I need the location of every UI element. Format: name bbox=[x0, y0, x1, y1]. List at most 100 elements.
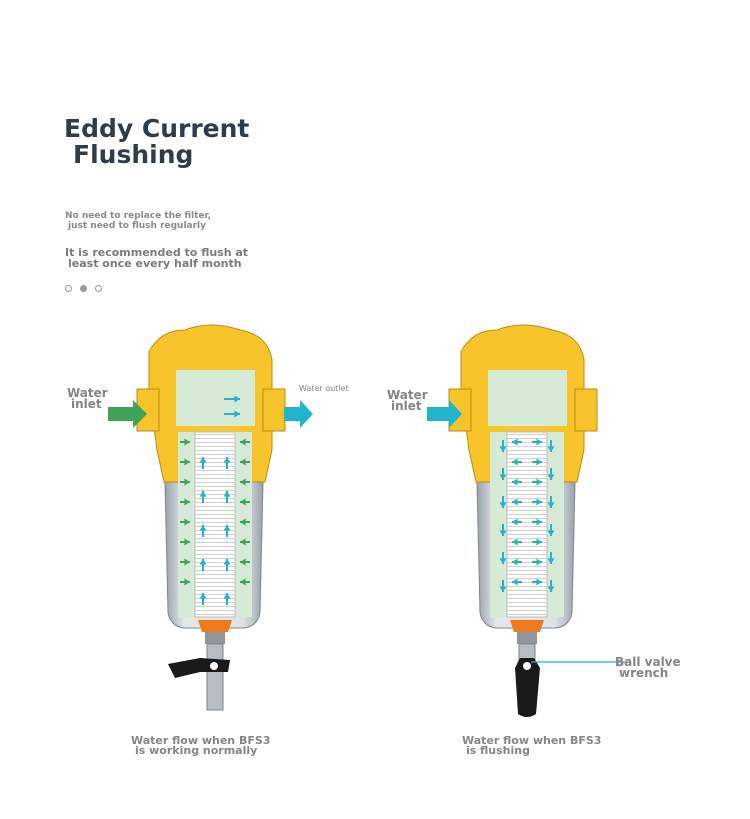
flush-arrow-head bbox=[536, 478, 542, 486]
outlet-port bbox=[574, 388, 598, 432]
subtitle1-line1: No need to replace the filter, bbox=[65, 211, 212, 221]
left-inlet-line1: Water bbox=[67, 386, 108, 400]
flush-arrow-head bbox=[536, 458, 542, 466]
inflow-arrow-head bbox=[184, 478, 190, 486]
downflow-arrow-head bbox=[499, 530, 507, 536]
outlet-label: Water outlet bbox=[299, 384, 349, 393]
flow-arrows-normal bbox=[180, 395, 250, 605]
inflow-arrow-head bbox=[240, 558, 246, 566]
left-caption: Water flow when BFS3 is working normally bbox=[131, 734, 271, 757]
right-caption-line1: Water flow when BFS3 bbox=[462, 734, 602, 747]
right-caption: Water flow when BFS3 is flushing bbox=[462, 734, 602, 757]
downflow-arrow-head bbox=[547, 530, 555, 536]
flush-arrow-head bbox=[512, 578, 518, 586]
downflow-arrow-head bbox=[547, 446, 555, 452]
subtitle2-line2: least once every half month bbox=[68, 257, 242, 270]
flush-arrow-head bbox=[512, 438, 518, 446]
head-chamber bbox=[488, 370, 567, 426]
upflow-arrow-head bbox=[199, 491, 207, 497]
wrench-line2: wrench bbox=[619, 666, 669, 680]
flush-arrow-head bbox=[512, 498, 518, 506]
outflow-arrow-head bbox=[234, 410, 240, 418]
pagination-dot[interactable] bbox=[65, 285, 72, 292]
subtitle2-line1: It is recommended to flush at bbox=[65, 246, 249, 259]
upflow-arrow-head bbox=[223, 491, 231, 497]
inflow-arrow-head bbox=[240, 538, 246, 546]
subtitle1-line2: just need to flush regularly bbox=[68, 221, 207, 231]
upflow-arrow-head bbox=[199, 525, 207, 531]
inflow-arrow-head bbox=[184, 518, 190, 526]
flush-arrow-head bbox=[536, 438, 542, 446]
upflow-arrow-head bbox=[223, 559, 231, 565]
downflow-arrow-head bbox=[547, 586, 555, 592]
flush-arrow-head bbox=[536, 518, 542, 526]
filter-mesh bbox=[194, 431, 236, 618]
left-inlet-label: Water inlet bbox=[67, 386, 108, 411]
pagination-dot-active[interactable] bbox=[80, 285, 87, 292]
inflow-arrow-head bbox=[240, 518, 246, 526]
upflow-arrow-head bbox=[199, 457, 207, 463]
filter-mesh bbox=[506, 431, 548, 618]
flush-arrow-head bbox=[512, 538, 518, 546]
inflow-arrow-head bbox=[184, 538, 190, 546]
inflow-arrow-head bbox=[184, 578, 190, 586]
upflow-arrow-head bbox=[199, 593, 207, 599]
flush-arrow-head bbox=[536, 498, 542, 506]
ball-valve bbox=[198, 620, 232, 632]
valve-neck bbox=[517, 632, 537, 644]
ball-valve bbox=[510, 620, 544, 632]
outlet-arrow bbox=[284, 400, 313, 428]
inflow-arrow-head bbox=[240, 458, 246, 466]
title-line2: Flushing bbox=[73, 140, 194, 169]
inflow-arrow-head bbox=[184, 498, 190, 506]
right-inlet-label: Water inlet bbox=[387, 388, 428, 413]
title-line1: Eddy Current bbox=[64, 114, 250, 143]
downflow-arrow-head bbox=[499, 474, 507, 480]
downflow-arrow-head bbox=[499, 502, 507, 508]
flush-arrow-head bbox=[512, 558, 518, 566]
page-title: Eddy Current Flushing bbox=[64, 116, 249, 168]
inflow-arrow-head bbox=[184, 438, 190, 446]
valve-handle bbox=[515, 658, 540, 717]
inflow-arrow-head bbox=[240, 438, 246, 446]
filter-flushing bbox=[427, 324, 628, 717]
downflow-arrow-head bbox=[547, 474, 555, 480]
right-inlet-line1: Water bbox=[387, 388, 428, 402]
downflow-arrow-head bbox=[499, 558, 507, 564]
right-caption-line2: is flushing bbox=[466, 744, 530, 757]
downflow-arrow-head bbox=[499, 446, 507, 452]
valve-neck bbox=[205, 632, 225, 644]
wrench-label: Ball valve wrench bbox=[615, 655, 681, 680]
downflow-arrow-head bbox=[547, 558, 555, 564]
upflow-arrow-head bbox=[223, 457, 231, 463]
flow-arrows-flushing bbox=[499, 438, 555, 592]
inlet-arrow bbox=[427, 400, 462, 428]
downflow-arrow-head bbox=[499, 586, 507, 592]
left-caption-line2: is working normally bbox=[135, 744, 258, 757]
downflow-arrow-head bbox=[547, 502, 555, 508]
inlet-arrow bbox=[108, 400, 147, 428]
wrench-line1: Ball valve bbox=[615, 655, 681, 669]
flush-arrow-head bbox=[512, 518, 518, 526]
flush-arrow-head bbox=[512, 478, 518, 486]
left-caption-line1: Water flow when BFS3 bbox=[131, 734, 271, 747]
head-chamber bbox=[176, 370, 255, 426]
inflow-arrow-head bbox=[240, 498, 246, 506]
inflow-arrow-head bbox=[184, 558, 190, 566]
handle-screw bbox=[523, 662, 531, 670]
filter-normal bbox=[108, 324, 313, 711]
flush-arrow-head bbox=[536, 578, 542, 586]
subtitle-recommend: It is recommended to flush at least once… bbox=[65, 247, 248, 269]
upflow-arrow-head bbox=[223, 525, 231, 531]
handle-screw bbox=[210, 662, 218, 670]
right-inlet-line2: inlet bbox=[391, 399, 422, 413]
flush-arrow-head bbox=[536, 538, 542, 546]
subtitle-replace: No need to replace the filter, just need… bbox=[65, 211, 211, 231]
left-inlet-line2: inlet bbox=[71, 397, 102, 411]
upflow-arrow-head bbox=[199, 559, 207, 565]
pagination-dot[interactable] bbox=[95, 285, 102, 292]
drain-pipe bbox=[206, 643, 224, 711]
outlet-port bbox=[262, 388, 286, 432]
inflow-arrow-head bbox=[184, 458, 190, 466]
